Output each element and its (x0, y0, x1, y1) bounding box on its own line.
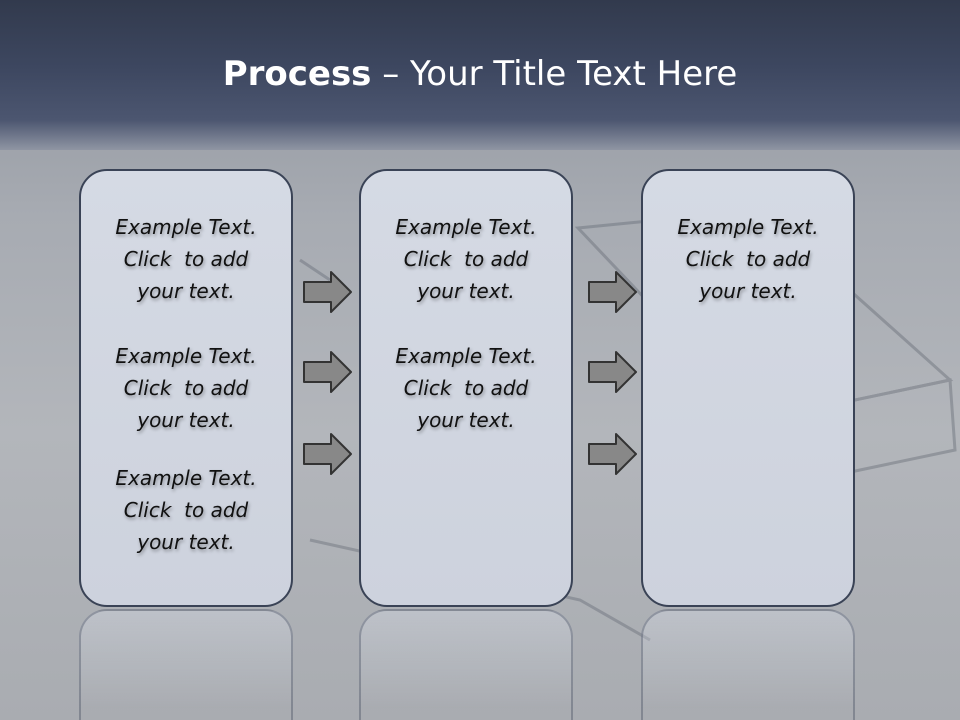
text-line: Example Text. (115, 466, 257, 490)
text-item[interactable]: Example Text. Click to add your text. (81, 340, 291, 436)
text-item[interactable]: Example Text. Click to add your text. (643, 211, 853, 307)
title-banner (0, 0, 960, 150)
process-box-1[interactable]: Example Text. Click to add your text. Ex… (79, 169, 293, 607)
slide-title[interactable]: Process – Your Title Text Here (0, 52, 960, 96)
text-item[interactable]: Example Text. Click to add your text. (361, 211, 571, 307)
text-line: your text. (699, 279, 797, 303)
text-line: your text. (417, 408, 515, 432)
text-line: Example Text. (115, 344, 257, 368)
text-line: Click to add (403, 376, 529, 400)
text-line: Click to add (123, 498, 249, 522)
text-line: Click to add (123, 247, 249, 271)
text-line: Click to add (685, 247, 811, 271)
text-line: your text. (137, 408, 235, 432)
text-line: Example Text. (677, 215, 819, 239)
title-rest: – Your Title Text Here (371, 54, 738, 94)
text-line: your text. (137, 279, 235, 303)
box-reflection-3 (641, 609, 855, 720)
text-item[interactable]: Example Text. Click to add your text. (81, 462, 291, 558)
title-bold: Process (222, 54, 372, 94)
text-line: your text. (417, 279, 515, 303)
arrow-right-icon (588, 433, 637, 475)
process-box-2[interactable]: Example Text. Click to add your text. Ex… (359, 169, 573, 607)
text-item[interactable]: Example Text. Click to add your text. (81, 211, 291, 307)
arrow-right-icon (303, 271, 352, 313)
arrow-right-icon (588, 351, 637, 393)
text-item[interactable]: Example Text. Click to add your text. (361, 340, 571, 436)
arrow-right-icon (588, 271, 637, 313)
text-line: Click to add (123, 376, 249, 400)
text-line: Example Text. (115, 215, 257, 239)
text-line: Example Text. (395, 344, 537, 368)
arrow-right-icon (303, 433, 352, 475)
box-reflection-2 (359, 609, 573, 720)
process-box-3[interactable]: Example Text. Click to add your text. (641, 169, 855, 607)
text-line: Click to add (403, 247, 529, 271)
text-line: your text. (137, 530, 235, 554)
arrow-right-icon (303, 351, 352, 393)
text-line: Example Text. (395, 215, 537, 239)
box-reflection-1 (79, 609, 293, 720)
